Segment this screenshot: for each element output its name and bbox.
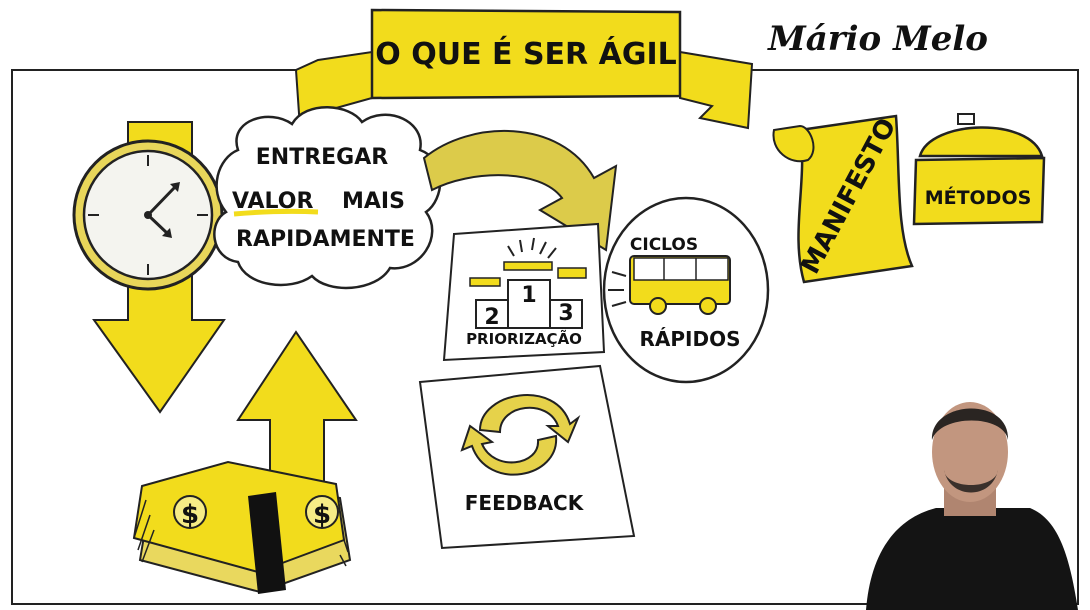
manifesto-scroll: MANIFESTO	[772, 113, 914, 284]
methods-label: MÉTODOS	[925, 186, 1032, 209]
methods-pot: MÉTODOS	[912, 113, 1046, 226]
cycles-bottom-label: RÁPIDOS	[640, 327, 741, 351]
cloud-line-2: MAIS	[342, 189, 405, 214]
prioritization-card: 1 2 3 PRIORIZAÇÃO	[442, 222, 606, 362]
podium-first: 1	[521, 283, 536, 308]
cycles-top-label: CICLOS	[630, 235, 698, 255]
podium-second: 2	[484, 305, 499, 330]
cycles-circle: CICLOS RÁPIDOS	[602, 196, 770, 384]
money-stack-illustration: $ $	[132, 460, 352, 594]
feedback-caption: FEEDBACK	[465, 491, 585, 515]
dollar-icon: $	[181, 500, 199, 530]
cloud-line-3: RAPIDAMENTE	[236, 227, 415, 252]
curved-arrow-icon	[422, 129, 618, 252]
presenter-video	[866, 402, 1078, 610]
podium-third: 3	[558, 301, 573, 326]
cloud-line-1: ENTREGAR	[256, 145, 389, 170]
banner-title: O QUE É SER ÁGIL	[375, 36, 676, 72]
author-signature: Mário Melo	[767, 19, 988, 59]
value-cloud: ENTREGAR VALOR MAIS RAPIDAMENTE	[213, 106, 442, 290]
dollar-icon: $	[313, 500, 331, 530]
cycle-arrow-icon	[478, 394, 581, 444]
prioritization-caption: PRIORIZAÇÃO	[466, 329, 582, 348]
feedback-card: FEEDBACK	[418, 364, 636, 550]
